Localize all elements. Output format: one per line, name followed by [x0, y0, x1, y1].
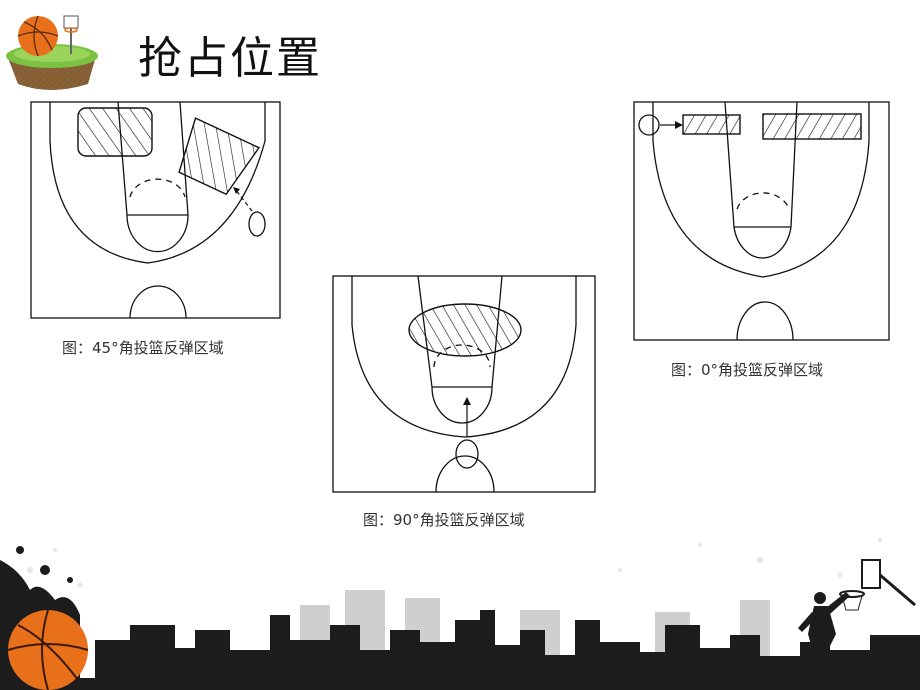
court-boundary	[332, 275, 596, 493]
caption-45-degree: 图：45°角投篮反弹区域	[62, 339, 224, 357]
shooter-marker	[455, 439, 479, 469]
page-title: 抢占位置	[138, 33, 322, 84]
caption-0-degree: 图：0°角投篮反弹区域	[671, 361, 824, 379]
court-boundary	[30, 101, 281, 319]
three-point-arc	[652, 102, 870, 278]
rebound-zone-center	[77, 107, 153, 157]
rebound-zone-far	[762, 113, 862, 140]
shooter-marker	[248, 211, 266, 237]
three-point-arc	[351, 276, 577, 438]
court-diagram-90-degree	[332, 275, 596, 493]
court-diagram-45-degree	[30, 101, 281, 319]
center-circle	[435, 455, 495, 493]
basketball-icon	[7, 609, 89, 690]
court-diagram-0-degree	[633, 101, 890, 341]
free-throw-circle-top-dashed	[433, 344, 491, 368]
free-throw-circle-bottom	[733, 226, 792, 259]
shooter-marker	[638, 114, 660, 136]
city-skyline-decoration	[0, 538, 920, 690]
free-throw-circle-top-dashed	[129, 178, 186, 198]
free-throw-circle-bottom	[431, 386, 493, 424]
shot-direction-arrow	[234, 188, 253, 212]
rebound-zone-weak-side	[178, 117, 260, 196]
free-throw-circle-top-dashed	[736, 192, 790, 210]
center-circle	[129, 285, 187, 319]
rebound-zone-near	[682, 114, 741, 135]
three-point-arc	[49, 102, 266, 264]
court-boundary	[633, 101, 890, 341]
caption-90-degree: 图：90°角投篮反弹区域	[363, 511, 525, 529]
logo-island-icon	[6, 15, 98, 90]
rebound-zone-center	[408, 303, 522, 357]
center-circle	[736, 301, 794, 341]
free-throw-circle-bottom	[126, 214, 189, 253]
hoop-and-player-icon	[798, 559, 916, 672]
